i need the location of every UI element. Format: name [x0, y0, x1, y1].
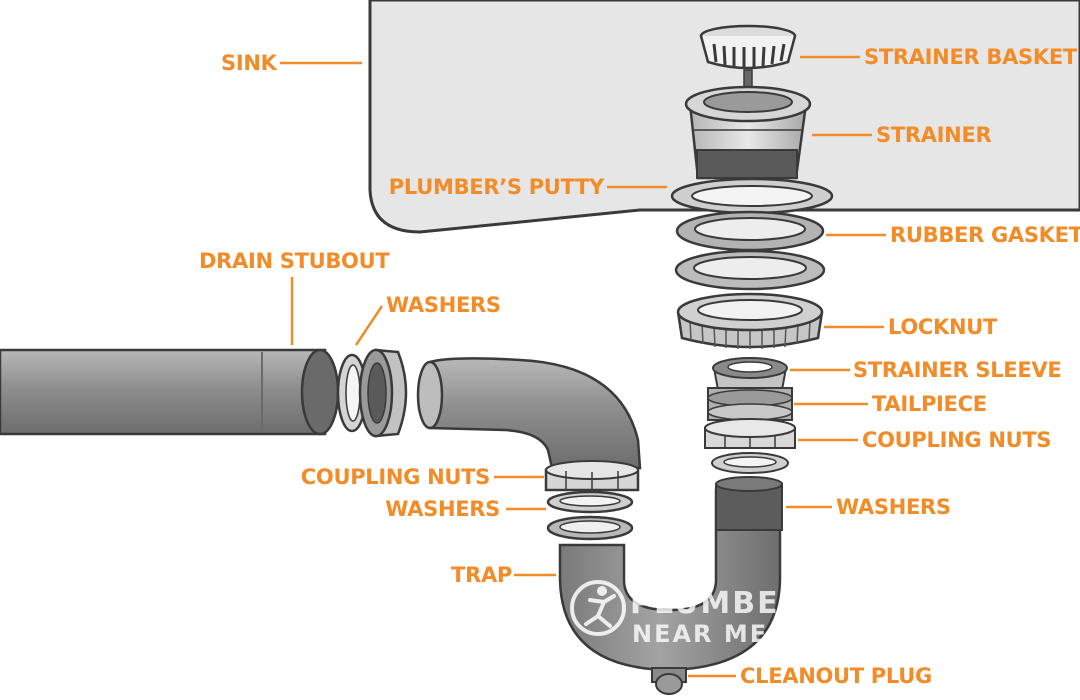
- coupling-nut-left-shape: [544, 460, 640, 492]
- drain-stubout-shape: [0, 348, 340, 436]
- label-trap: TRAP: [451, 563, 512, 587]
- washer-right-shape: [711, 452, 789, 474]
- plumbers-putty-shape: [670, 177, 834, 215]
- label-strainer-basket: STRAINER BASKET: [864, 45, 1077, 69]
- label-drain-stubout: DRAIN STUBOUT: [199, 249, 390, 273]
- strainer-shape: [684, 85, 812, 180]
- tailpiece-shape: [707, 387, 793, 421]
- gasket-2-shape: [674, 249, 826, 291]
- strainer-basket-shape: [699, 24, 797, 97]
- label-coupling-nuts-right: COUPLING NUTS: [862, 428, 1052, 452]
- label-sink: SINK: [221, 51, 277, 75]
- label-strainer-sleeve: STRAINER SLEEVE: [853, 358, 1062, 382]
- coupling-nut-right-shape: [704, 418, 796, 449]
- locknut-shape: [676, 292, 824, 349]
- label-washers-right: WASHERS: [836, 495, 951, 519]
- trap-arm-shape: [416, 357, 642, 470]
- label-washers-left: WASHERS: [385, 497, 500, 521]
- leader-lines: [280, 55, 886, 678]
- label-tailpiece: TAILPIECE: [872, 392, 987, 416]
- washers-left-shape: [546, 490, 634, 541]
- label-rubber-gasket: RUBBER GASKET: [890, 223, 1080, 247]
- label-washers-top: WASHERS: [386, 293, 501, 317]
- label-coupling-nuts-left: COUPLING NUTS: [300, 465, 491, 489]
- strainer-sleeve-shape: [712, 357, 788, 391]
- label-locknut: LOCKNUT: [888, 315, 998, 339]
- watermark-line-1: PLUMBER: [630, 586, 805, 621]
- label-cleanout-plug: CLEANOUT PLUG: [740, 664, 932, 688]
- rubber-gasket-shape: [675, 210, 825, 252]
- washers-stubout-shape: [336, 348, 408, 438]
- label-plumbers-putty: PLUMBER’S PUTTY: [388, 175, 605, 199]
- cleanout-plug-shape: [651, 667, 687, 695]
- watermark-line-2: NEAR ME: [632, 620, 769, 648]
- watermark-logo-icon: [570, 580, 626, 636]
- label-strainer: STRAINER: [876, 123, 992, 147]
